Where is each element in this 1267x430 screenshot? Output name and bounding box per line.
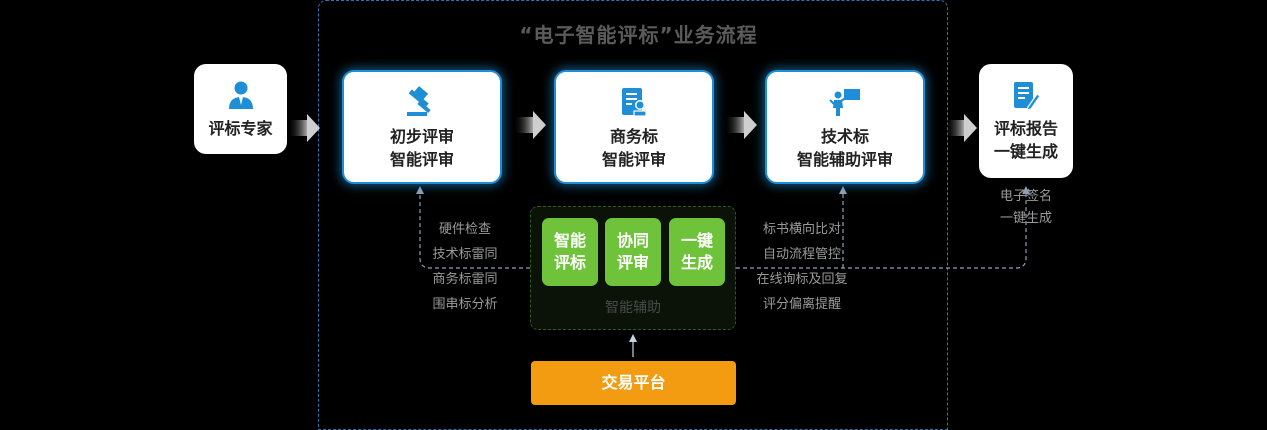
step-line2: 智能评审 [389,150,454,169]
button-line2: 评审 [616,253,649,272]
report-card: 评标报告 一键生成 [979,64,1073,178]
collab-review-button[interactable]: 协同 评审 [605,218,661,286]
step-card-initial-review: 初步评审 智能评审 [342,70,502,184]
presenter-icon [767,86,923,118]
list-item: 商务标雷同 [432,272,498,287]
list-item: 围串标分析 [432,297,498,312]
page-title: “电子智能评标”业务流程 [519,23,758,47]
button-line1: 协同 [616,231,649,250]
smart-review-button[interactable]: 智能 评标 [542,218,598,286]
expert-card: 评标专家 [194,64,287,154]
list-item: 在线询标及回复 [756,272,848,287]
one-click-generate-button[interactable]: 一键 生成 [669,218,725,286]
list-item: 技术标雷同 [432,247,498,262]
report-line2: 一键生成 [993,142,1058,161]
list-item: 自动流程管控 [762,247,841,262]
report-subtext: 电子签名 一键生成 [979,186,1073,230]
smart-assist-label: 智能辅助 [605,300,661,316]
list-item: 硬件检查 [438,222,491,237]
step-line2: 智能评审 [601,150,666,169]
report-sub-item: 电子签名 [999,189,1052,204]
step-line1: 商务标 [609,127,658,146]
gavel-icon [344,86,500,118]
flow-arrow-2 [513,111,546,139]
button-line2: 生成 [680,253,713,272]
edit-document-icon [979,80,1073,112]
step-line2: 智能辅助评审 [796,150,893,169]
report-sub-item: 一键生成 [999,211,1052,226]
list-item: 标书横向比对 [762,222,841,237]
left-check-list: 硬件检查 技术标雷同 商务标雷同 围串标分析 [405,217,525,317]
step-line1: 技术标 [820,127,869,146]
user-icon [194,80,287,112]
report-line1: 评标报告 [993,119,1058,138]
button-line2: 评标 [553,253,586,272]
flow-arrow-1 [287,114,320,142]
expert-label: 评标专家 [208,119,273,138]
connector-lines [287,111,1030,357]
step-card-business: 商务标 智能评审 [554,70,714,184]
flow-arrow-4 [944,114,977,142]
step-line1: 初步评审 [389,127,454,146]
right-check-list: 标书横向比对 自动流程管控 在线询标及回复 评分偏离提醒 [742,217,862,317]
step-card-technical: 技术标 智能辅助评审 [765,70,925,184]
flow-arrow-3 [724,111,757,139]
document-icon [556,86,712,118]
button-line1: 智能 [553,231,586,250]
list-item: 评分偏离提醒 [762,297,841,312]
button-line1: 一键 [680,231,713,250]
trading-platform-button[interactable]: 交易平台 [531,361,736,405]
